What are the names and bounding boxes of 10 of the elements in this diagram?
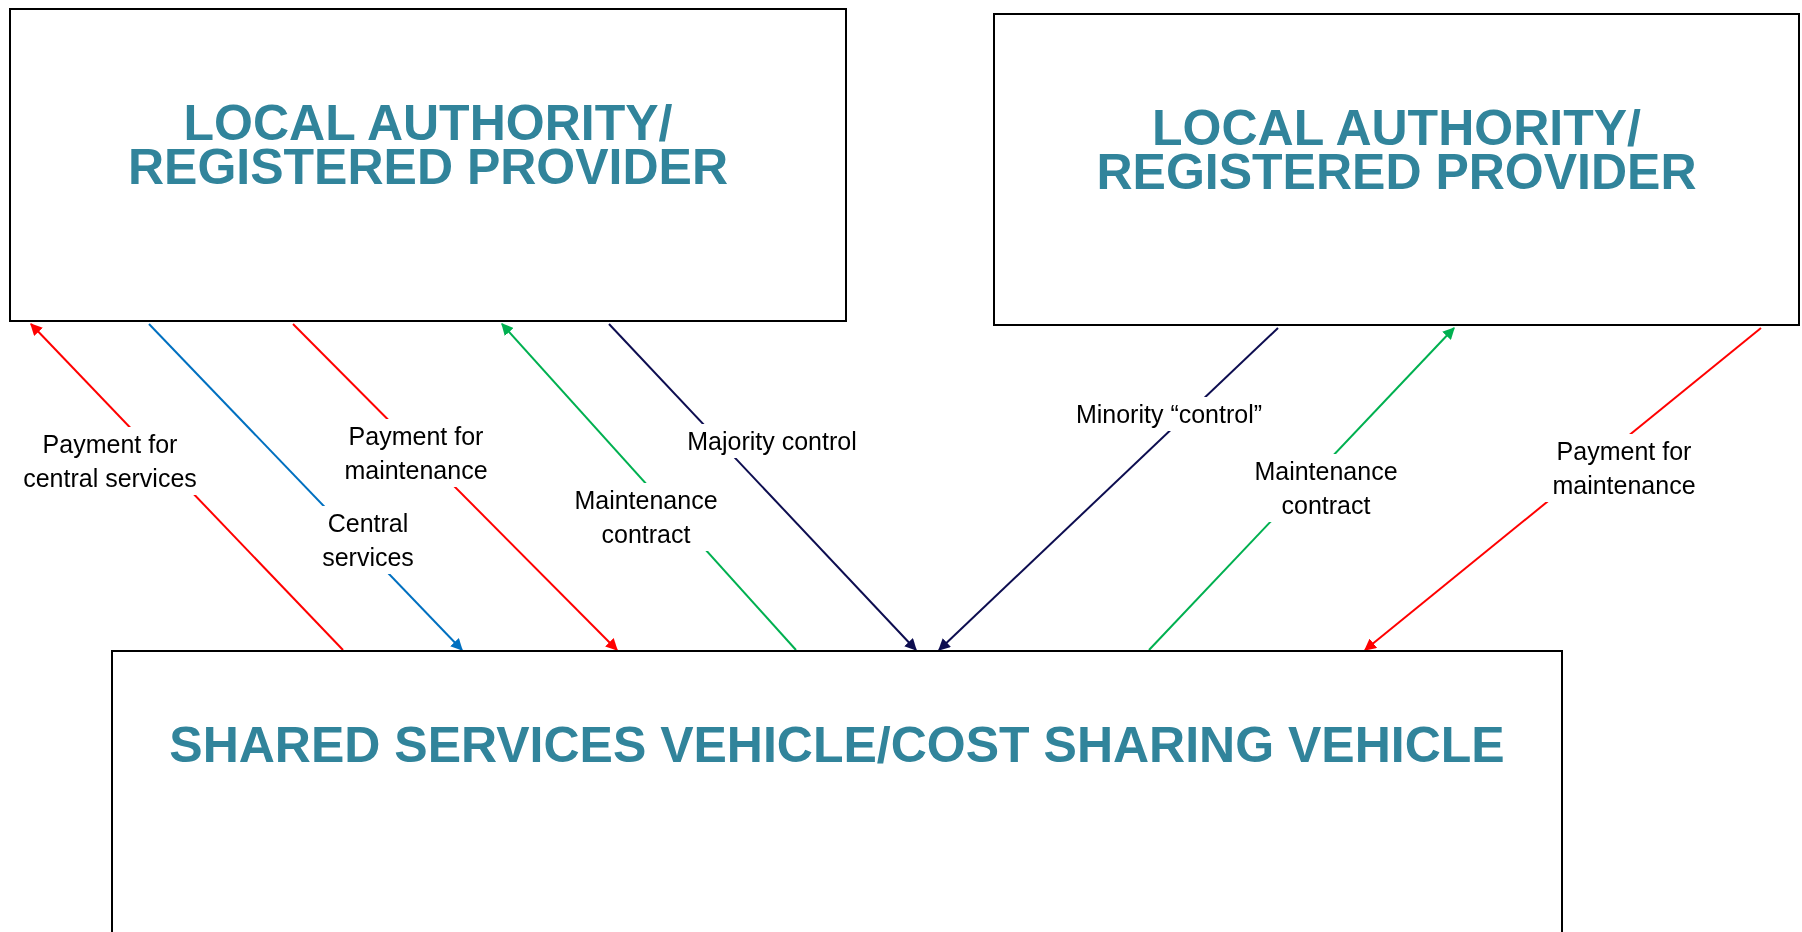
edge-label: Minority “control” xyxy=(1075,397,1263,431)
entity-box xyxy=(111,650,1563,932)
entity-box xyxy=(993,13,1800,326)
arrow xyxy=(608,323,917,651)
edge-label: Majority control xyxy=(687,424,857,458)
entity-title: LOCAL AUTHORITY/ REGISTERED PROVIDER xyxy=(126,101,730,189)
entity-box xyxy=(9,8,847,322)
entity-title: SHARED SERVICES VEHICLE/COST SHARING VEHICLE xyxy=(168,723,1506,767)
arrow xyxy=(938,327,1279,651)
entity-title: LOCAL AUTHORITY/ REGISTERED PROVIDER xyxy=(1095,105,1698,194)
